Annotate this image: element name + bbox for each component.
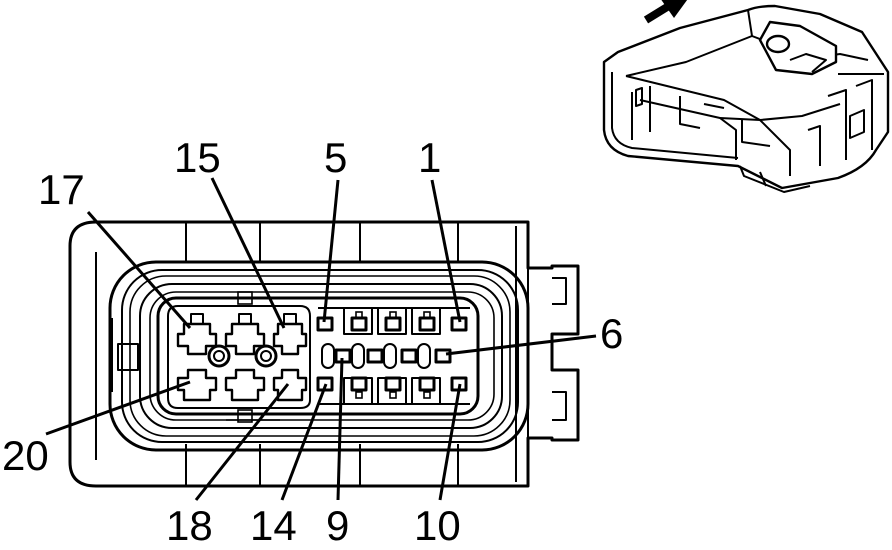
pin-label-6: 6 [600, 310, 623, 357]
leader-lines [45, 177, 597, 501]
pin-label-20: 20 [2, 432, 49, 479]
pin-label-14: 14 [250, 502, 297, 549]
pin-label-15: 15 [174, 134, 221, 181]
pin-label-18: 18 [166, 502, 213, 549]
connector-isometric-view [602, 0, 890, 193]
pin-labels: 17 15 5 1 6 20 18 14 9 10 [2, 134, 623, 549]
pin-label-1: 1 [418, 134, 441, 181]
arrow-icon [643, 0, 688, 24]
pin-label-10: 10 [414, 502, 461, 549]
big-terminals [176, 313, 308, 402]
connector-face [68, 220, 580, 488]
pin-label-9: 9 [326, 502, 349, 549]
pin-label-5: 5 [324, 134, 347, 181]
pin-label-17: 17 [38, 166, 85, 213]
